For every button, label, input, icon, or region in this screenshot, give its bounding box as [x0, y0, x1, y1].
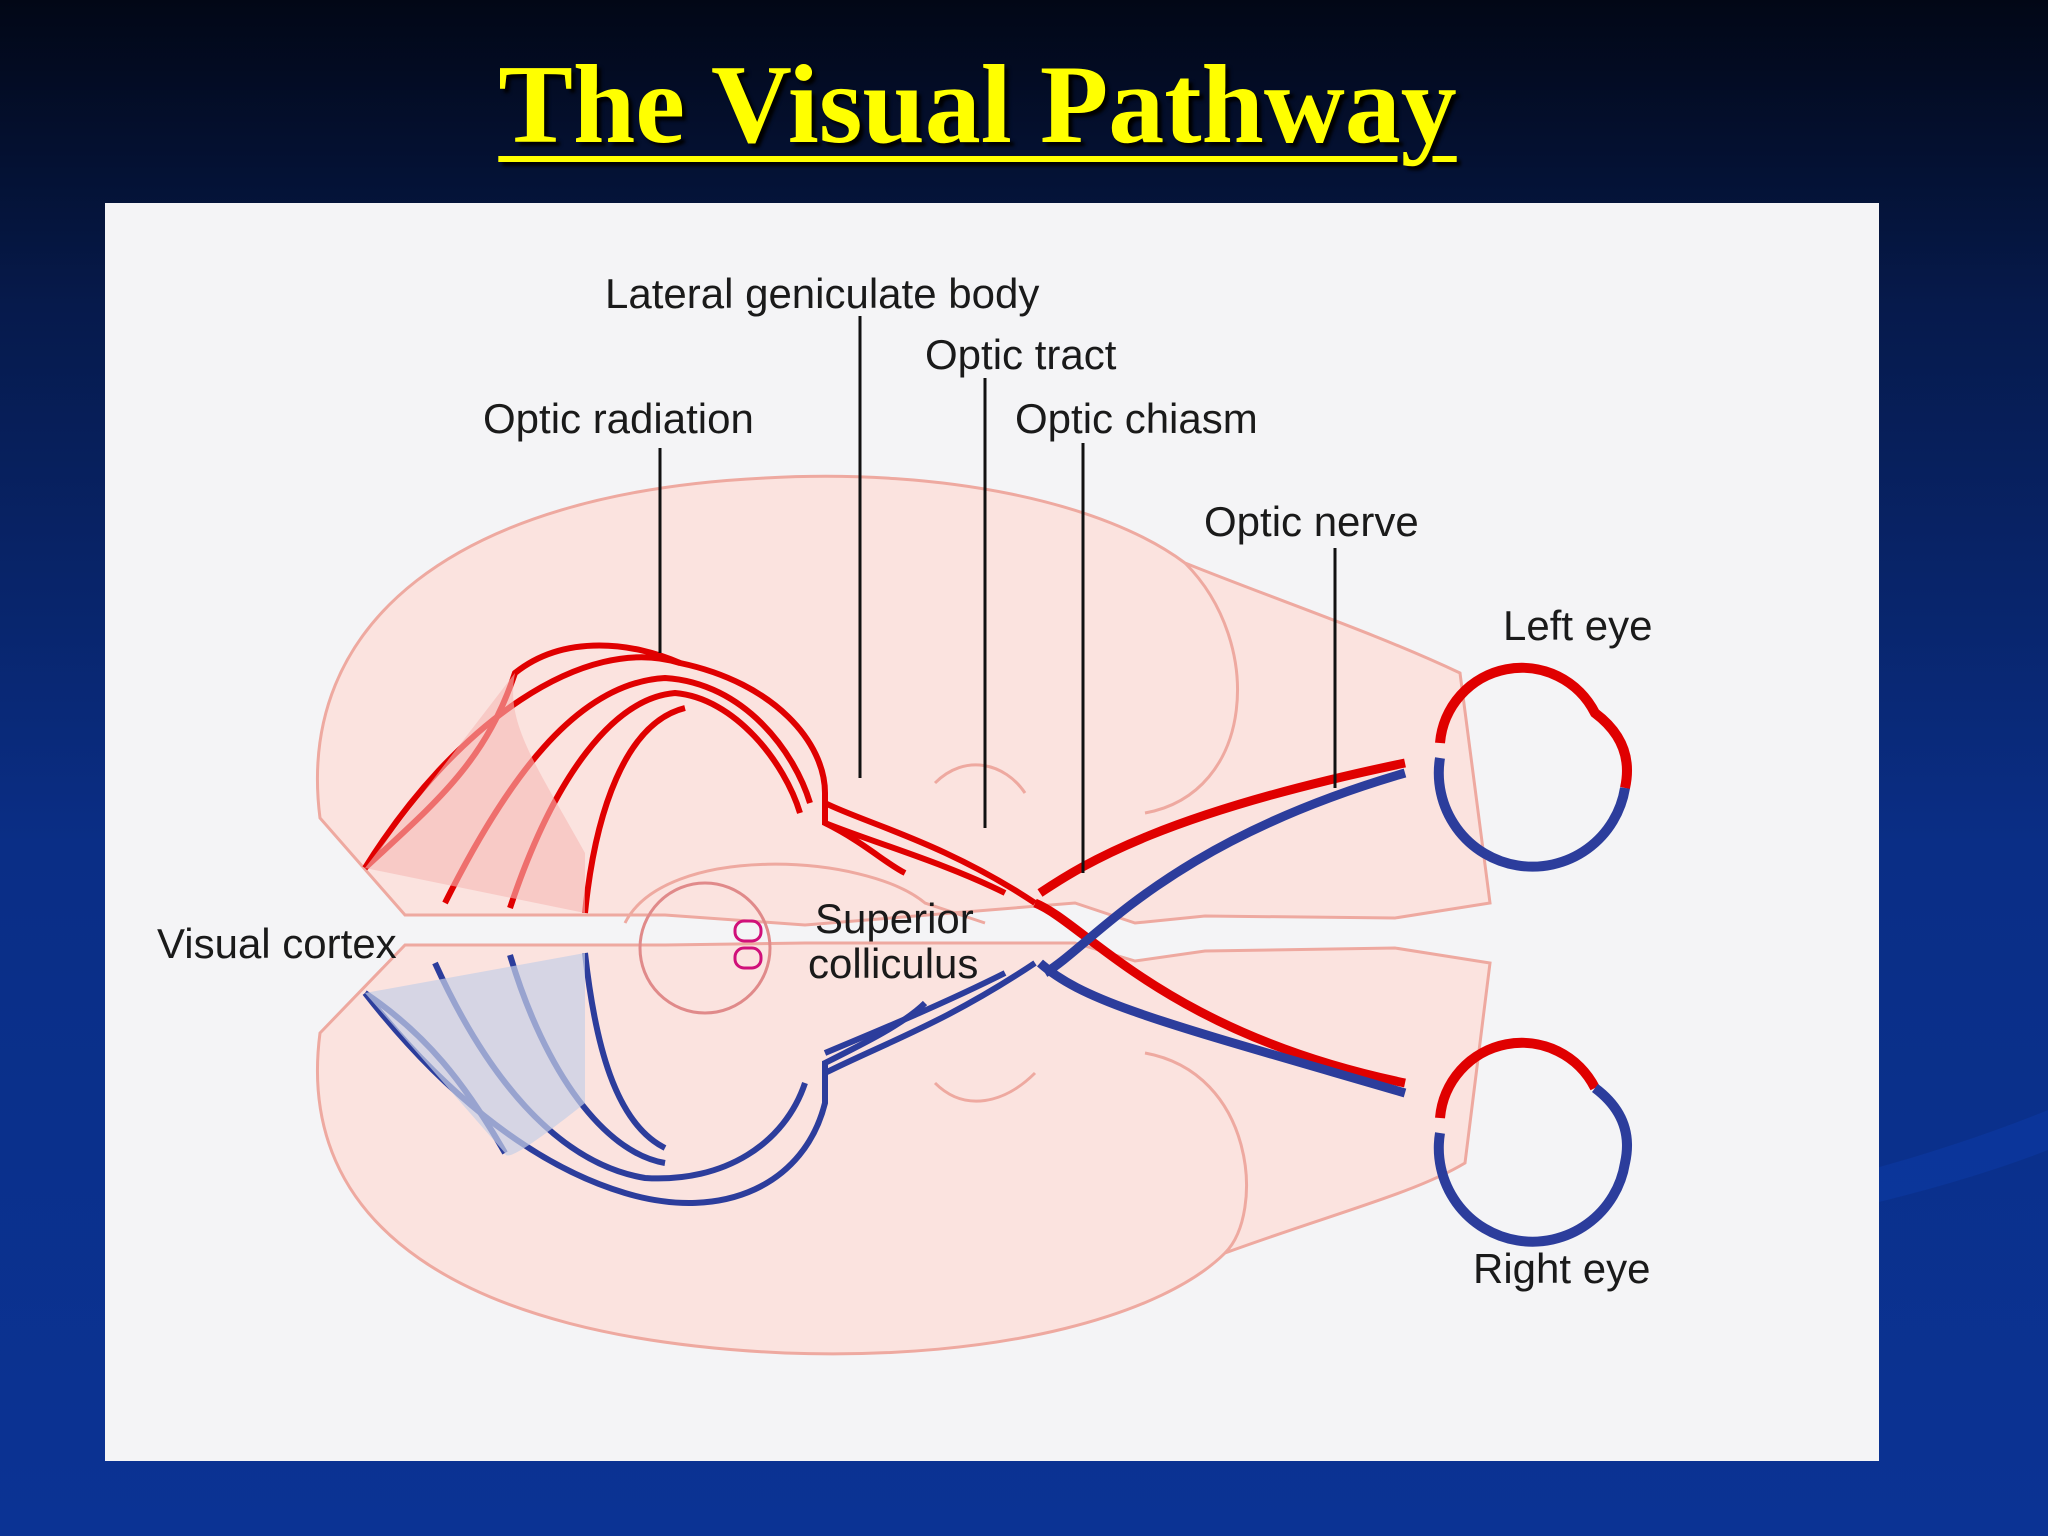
- visual-pathway-diagram: [315, 316, 1632, 1356]
- temporal-lobe-lower: [1144, 1051, 1248, 1255]
- label-optic-chiasm: Optic chiasm: [1015, 395, 1258, 442]
- label-optic-radiation: Optic radiation: [483, 395, 754, 442]
- optic-chiasm-crossing: [1033, 758, 1407, 1098]
- label-right-eye: Right eye: [1473, 1245, 1651, 1292]
- brainstem-line: [623, 862, 986, 925]
- midbrain-contour-lower: [933, 1071, 1037, 1103]
- optic-radiation-left-fan: [362, 642, 907, 914]
- left-hemisphere: [315, 474, 1492, 927]
- label-left-eye: Left eye: [1503, 602, 1653, 649]
- label-optic-nerve: Optic nerve: [1204, 498, 1419, 545]
- slide-title: The Visual Pathway: [498, 43, 1457, 167]
- brain-outline: [315, 474, 1492, 1356]
- label-visual-cortex: Visual cortex: [157, 920, 397, 967]
- temporal-lobe-upper: [1144, 561, 1239, 815]
- right-eye: [1433, 1037, 1632, 1247]
- right-hemisphere: [315, 941, 1492, 1356]
- superior-colliculus-structure: [638, 881, 772, 1015]
- label-superior-colliculus-line2: colliculus: [808, 940, 979, 987]
- leader-lines: [658, 316, 1337, 873]
- left-eye: [1433, 662, 1632, 872]
- optic-tract-right: [823, 960, 1037, 1076]
- label-lateral-geniculate-body: Lateral geniculate body: [605, 270, 1040, 317]
- optic-radiation-right-fan: [362, 952, 928, 1206]
- optic-tract-left: [823, 800, 1037, 906]
- diagram-panel: Lateral geniculate body Optic tract Opti…: [105, 203, 1879, 1461]
- label-superior-colliculus-line1: Superior: [815, 895, 974, 942]
- label-optic-tract: Optic tract: [925, 331, 1117, 378]
